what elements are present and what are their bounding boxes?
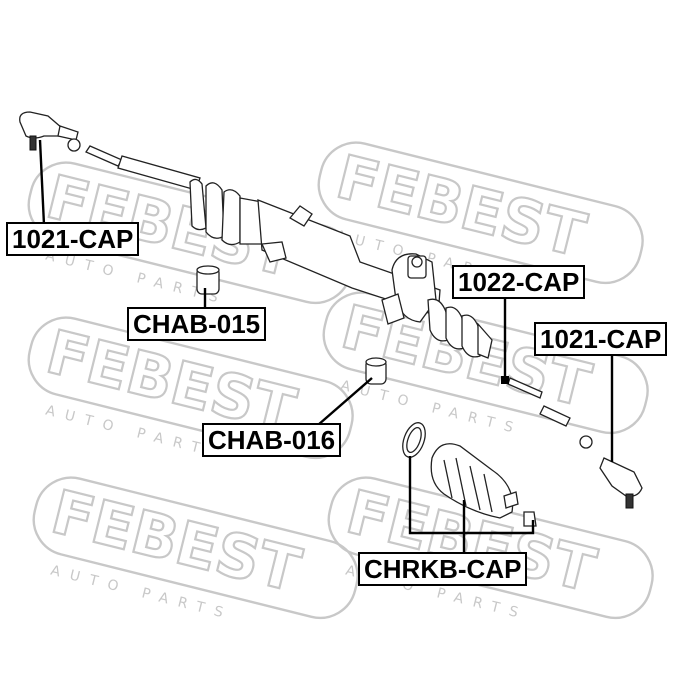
left-boot — [189, 178, 263, 246]
left-tie-rod-end — [19, 111, 201, 191]
callout-1022-cap: 1022-CAP — [452, 265, 586, 299]
leader-1022-marker — [501, 376, 509, 384]
leader-chrkb — [408, 456, 535, 556]
leader-1021-left — [38, 139, 46, 226]
callout-chab-016: CHAB-016 — [202, 423, 342, 457]
right-inner-rod — [507, 377, 593, 449]
callout-chab-015: CHAB-015 — [127, 307, 267, 341]
right-boot — [427, 298, 493, 359]
right-tie-rod-end — [599, 457, 643, 509]
callout-1021-cap-left: 1021-CAP — [6, 222, 140, 256]
pinion-housing — [381, 253, 437, 325]
bushing-chab-015-shape — [196, 265, 220, 295]
callout-1021-cap-right: 1021-CAP — [534, 322, 668, 356]
leader-chab-016 — [317, 377, 373, 426]
callout-chrkb-cap: CHRKB-CAP — [358, 552, 528, 586]
boot-kit-parts — [402, 422, 537, 527]
